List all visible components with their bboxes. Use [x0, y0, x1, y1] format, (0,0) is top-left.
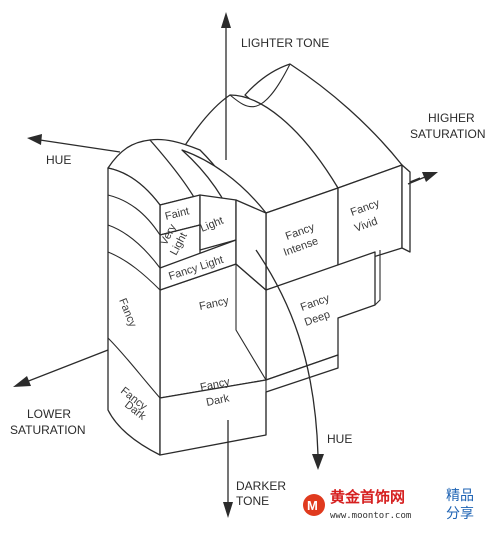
lighter-tone-arrowhead: [221, 12, 231, 28]
hue-curve-axis: [255, 249, 319, 456]
watermark-logo-letter: M: [307, 498, 318, 513]
vivid-side: [401, 164, 411, 253]
higher-saturation-arrowhead: [422, 172, 438, 182]
higher-saturation-axis: [409, 177, 421, 183]
label-lower-saturation-2: SATURATION: [10, 423, 86, 437]
lower-saturation-arrowhead: [13, 376, 31, 387]
label-higher-saturation-2: SATURATION: [410, 127, 486, 141]
lower-saturation-axis: [25, 349, 109, 383]
zone-faint: Faint: [164, 205, 191, 223]
label-hue-left: HUE: [46, 153, 71, 167]
watermark-side-1: 精品: [446, 488, 474, 504]
hue-curve-arrowhead: [312, 454, 324, 470]
label-darker-tone-1: DARKER: [236, 479, 286, 493]
watermark: M 黄金首饰网 www.moontor.com 精品 分享: [303, 488, 474, 522]
left-arc-2: [107, 224, 161, 269]
deep-step: [374, 250, 381, 306]
left-arc-3: [107, 251, 161, 291]
top-slab-seam: [229, 63, 291, 108]
label-darker-tone-2: TONE: [236, 494, 269, 508]
tier-side: [235, 199, 267, 291]
watermark-logo-icon: [303, 494, 325, 516]
hue-left-arrowhead: [27, 134, 42, 145]
dark-face: [159, 354, 339, 456]
higher-saturation-axis-tail: [407, 176, 426, 185]
label-hue-bottom: HUE: [327, 432, 352, 446]
label-lighter-tone: LIGHTER TONE: [241, 36, 329, 50]
watermark-side-2: 分享: [446, 505, 474, 522]
label-higher-saturation-1: HIGHER: [428, 111, 475, 125]
left-arc-4: [107, 337, 161, 399]
watermark-site-name: 黄金首饰网: [330, 488, 405, 506]
darker-tone-arrowhead: [223, 502, 233, 518]
fancy-inner-line: [235, 264, 267, 381]
zone-fancy-dark-center-2: Dark: [205, 392, 231, 409]
label-lower-saturation-1: LOWER: [27, 407, 71, 421]
left-arc-1: [107, 194, 161, 236]
hue-left-axis: [39, 139, 121, 153]
watermark-url: www.moontor.com: [330, 511, 411, 521]
